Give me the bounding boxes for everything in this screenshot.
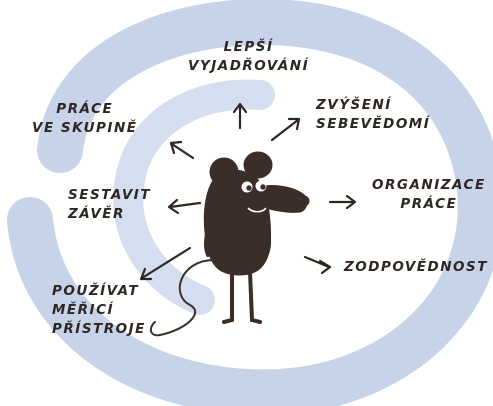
label-self-confidence: ZVÝŠENÍ SEBEVĚDOMÍ [316,96,430,134]
label-line: POUŽÍVAT [52,282,146,301]
label-work-organization: ORGANIZACE PRÁCE [372,176,486,214]
label-line: MĚŘICÍ [52,301,146,320]
label-measuring-instruments: POUŽÍVAT MĚŘICÍ PŘÍSTROJE [52,282,146,339]
mouse-nose [299,196,309,206]
label-group-work: PRÁCE VE SKUPINĚ [32,100,137,138]
arrow-icon [305,257,330,273]
mouse-leg-left [224,272,232,322]
label-line: LEPŠÍ [188,38,309,57]
label-better-expression: LEPŠÍ VYJADŘOVÁNÍ [188,38,309,76]
label-line: VE SKUPINĚ [32,119,137,138]
label-responsibility: ZODPOVĚDNOST [344,258,488,277]
arrow-icon [330,196,355,208]
label-line: ZODPOVĚDNOST [344,258,488,277]
label-line: SEBEVĚDOMÍ [316,115,430,134]
label-line: ZVÝŠENÍ [316,96,430,115]
mouse-leg-right [250,272,260,322]
label-line: ORGANIZACE [372,176,486,195]
label-line: PŘÍSTROJE [52,320,146,339]
mouse-pupil-left [247,186,251,190]
arrow-icon [171,142,193,158]
label-line: ZÁVĚR [68,205,151,224]
label-line: PRÁCE [372,195,486,214]
arrow-icon [169,200,200,213]
label-conclusion: SESTAVIT ZÁVĚR [68,186,151,224]
label-line: SESTAVIT [68,186,151,205]
label-line: VYJADŘOVÁNÍ [188,57,309,76]
arrow-icon [272,119,299,140]
label-line: PRÁCE [32,100,137,119]
mouse-pupil-right [261,185,265,189]
mouse-icon [151,152,309,335]
